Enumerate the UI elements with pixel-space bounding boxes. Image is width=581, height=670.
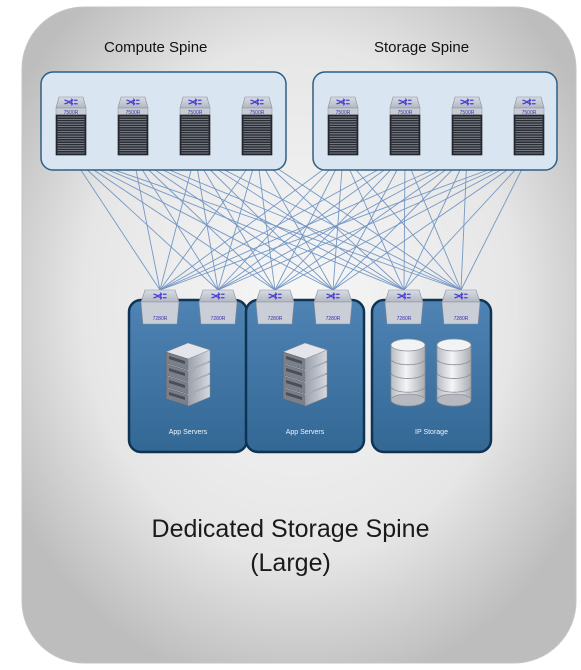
uplink-line <box>274 154 530 291</box>
database-cylinder-icon <box>390 338 426 407</box>
uplink-line <box>132 154 334 291</box>
uplink-line <box>70 154 276 291</box>
server-stack-icon <box>165 342 211 407</box>
uplink-line <box>194 154 219 291</box>
uplink-line <box>332 154 344 291</box>
uplink-line <box>132 154 161 291</box>
uplink-line <box>194 154 334 291</box>
rack-label: App Servers <box>286 429 325 436</box>
leaf-switch: 7280R <box>140 289 180 325</box>
spine-switches: 7500R 7500R 7500R 7500R 7500R 7500R 7500R 7500R <box>55 96 545 156</box>
uplink-line <box>194 154 405 291</box>
leaf-switch: 7280R <box>384 289 424 325</box>
uplink-line <box>460 154 530 291</box>
uplink-line <box>217 154 258 291</box>
switch-model-label: 7500R <box>336 110 351 116</box>
rack-3: 7280R 7280R IP Storage <box>370 289 493 454</box>
uplink-line <box>217 154 468 291</box>
uplink-line <box>404 154 462 291</box>
spine-switch: 7500R <box>389 96 421 156</box>
uplink-line <box>132 154 462 291</box>
uplink-line <box>159 154 530 291</box>
storage-spine-label: Storage Spine <box>374 39 470 56</box>
switch-model-label: 7500R <box>250 110 265 116</box>
uplink-line <box>159 154 196 291</box>
switch-model-label: 7500R <box>188 110 203 116</box>
uplink-line <box>194 154 276 291</box>
spine-switch: 7500R <box>55 96 87 156</box>
spine-switch: 7500R <box>179 96 211 156</box>
compute-spine-panel <box>40 71 287 171</box>
rack-panel <box>370 298 493 454</box>
uplink-line <box>159 154 406 291</box>
spine-switch: 7500R <box>117 96 149 156</box>
switch-model-label: 7500R <box>64 110 79 116</box>
uplink-line <box>132 154 276 291</box>
spine-switch: 7500R <box>241 96 273 156</box>
switch-model-label: 7500R <box>460 110 475 116</box>
leaf-racks: 7280R 7280R App Servers 7280R 7280R App Serve… <box>127 289 493 454</box>
server-stack-icon <box>282 342 328 407</box>
uplink-line <box>194 154 462 291</box>
uplink-line <box>159 154 344 291</box>
switch-model-label: 7280R <box>397 316 412 322</box>
leaf-switch: 7280R <box>313 289 353 325</box>
uplink-line <box>132 154 219 291</box>
uplink-line <box>256 154 462 291</box>
uplink-line <box>217 154 406 291</box>
rack-label: App Servers <box>169 429 208 436</box>
leaf-switch: 7280R <box>441 289 481 325</box>
switch-model-label: 7280R <box>153 316 168 322</box>
uplink-line <box>256 154 276 291</box>
uplink-line <box>217 154 530 291</box>
uplink-line <box>132 154 405 291</box>
uplink-line <box>332 154 406 291</box>
uplink-line <box>460 154 468 291</box>
uplink-line <box>70 154 161 291</box>
switch-model-label: 7280R <box>454 316 469 322</box>
uplink-line <box>159 154 258 291</box>
switch-model-label: 7500R <box>126 110 141 116</box>
storage-spine-panel <box>312 71 558 171</box>
switch-model-label: 7280R <box>211 316 226 322</box>
spine-switch: 7500R <box>327 96 359 156</box>
title-line-2: (Large) <box>250 549 331 577</box>
compute-spine-label: Compute Spine <box>104 39 208 56</box>
rack-1: 7280R 7280R App Servers <box>127 289 249 454</box>
uplink-line <box>274 154 344 291</box>
spine-switch: 7500R <box>513 96 545 156</box>
uplink-line <box>403 154 468 291</box>
uplink-mesh <box>70 154 530 291</box>
rack-label: IP Storage <box>415 429 448 436</box>
uplink-line <box>70 154 334 291</box>
uplink-line <box>256 154 405 291</box>
uplink-line <box>403 154 406 291</box>
leaf-switch: 7280R <box>198 289 238 325</box>
title-line-1: Dedicated Storage Spine <box>151 515 430 543</box>
spine-switch: 7500R <box>451 96 483 156</box>
rack-2: 7280R 7280R App Servers <box>244 289 366 454</box>
switch-model-label: 7500R <box>522 110 537 116</box>
switch-model-label: 7280R <box>268 316 283 322</box>
uplink-line <box>332 154 468 291</box>
uplink-line <box>403 154 530 291</box>
uplink-line <box>217 154 344 291</box>
uplink-line <box>274 154 406 291</box>
database-cylinder-icon <box>436 338 472 407</box>
switch-model-label: 7280R <box>326 316 341 322</box>
uplink-line <box>274 154 468 291</box>
leaf-switch: 7280R <box>255 289 295 325</box>
uplink-line <box>332 154 530 291</box>
switch-model-label: 7500R <box>398 110 413 116</box>
uplink-line <box>70 154 219 291</box>
diagram-title: Dedicated Storage Spine (Large) <box>0 512 581 580</box>
uplink-line <box>256 154 334 291</box>
uplink-line <box>159 154 468 291</box>
